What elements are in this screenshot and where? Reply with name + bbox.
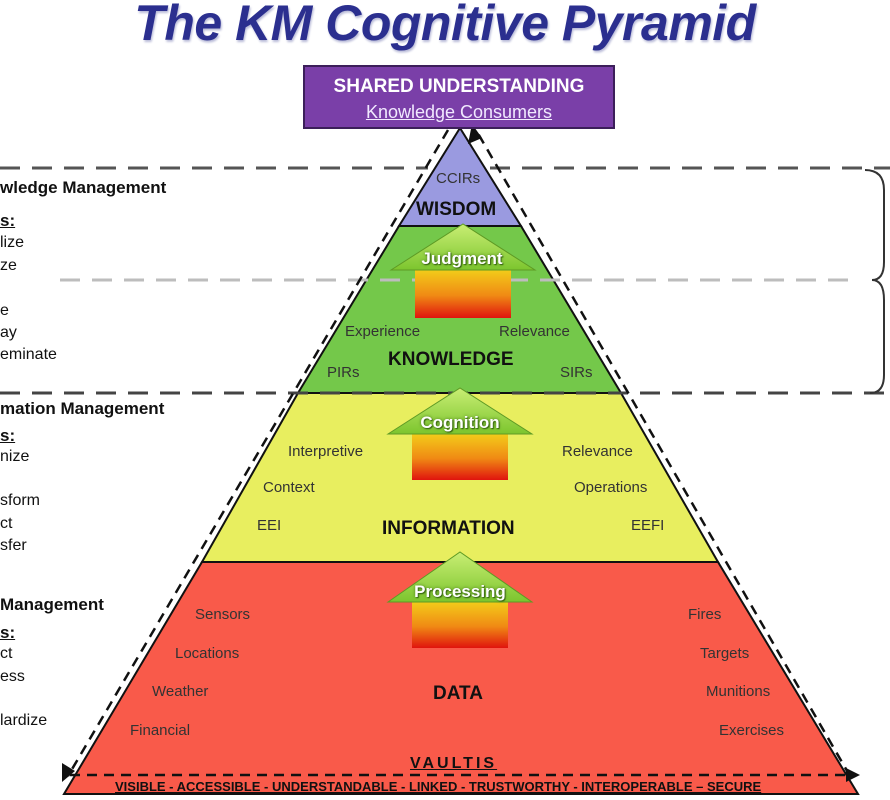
data-management-item: ess [0, 668, 25, 685]
shared-understanding-label: SHARED UNDERSTANDING [333, 76, 585, 97]
knowledge-management-item: ay [0, 324, 17, 341]
pirs-label: PIRs [327, 364, 360, 381]
right-bracket [864, 169, 885, 394]
processing-arrow [386, 551, 534, 648]
vaultis-title: VAULTIS [410, 755, 498, 772]
fires-label: Fires [688, 606, 722, 623]
processing-label: Processing [414, 582, 506, 601]
information-management-item: nize [0, 448, 30, 465]
information-management-subheading: s: [0, 426, 16, 445]
data-management-item: ct [0, 645, 13, 662]
vaultis-subtitle: VISIBLE - ACCESSIBLE - UNDERSTANDABLE - … [115, 779, 762, 794]
dashed-arrow-right [474, 129, 852, 777]
operations-label: Operations [574, 479, 648, 496]
sensors-label: Sensors [195, 606, 251, 623]
cognition-arrow [386, 387, 534, 480]
arrowhead-bottom-right [846, 768, 860, 782]
information-management-item: sform [0, 492, 40, 509]
ccirs-label: CCIRs [436, 170, 481, 187]
sirs-label: SIRs [560, 364, 593, 381]
context-label: Context [263, 479, 315, 496]
experience-label: Experience [345, 323, 421, 340]
knowledge-management-heading: wledge Management [0, 178, 167, 197]
wisdom-label: WISDOM [416, 199, 497, 220]
knowledge-management-subheading: s: [0, 211, 16, 230]
eei-label: EEI [257, 517, 282, 534]
cognition-label: Cognition [420, 413, 500, 432]
judgment-arrow [389, 223, 537, 318]
locations-label: Locations [175, 645, 240, 662]
data-management-item: lardize [0, 712, 48, 729]
relevance-label-knowledge: Relevance [499, 323, 570, 340]
financial-label: Financial [130, 722, 191, 739]
knowledge-consumers-label: Knowledge Consumers [365, 102, 553, 122]
page-title: The KM Cognitive Pyramid [134, 0, 756, 51]
eefi-label: EEFI [631, 517, 665, 534]
knowledge-management-item: ze [0, 257, 17, 274]
arrowhead-down-left [62, 763, 75, 782]
information-management-item: ct [0, 515, 13, 532]
knowledge-label: KNOWLEDGE [388, 349, 514, 370]
data-label: DATA [433, 683, 483, 704]
data-management-subheading: s: [0, 623, 16, 642]
information-management-item: sfer [0, 537, 27, 554]
information-management-heading: mation Management [0, 399, 165, 418]
dashed-arrow-left [66, 129, 450, 777]
knowledge-management-item: lize [0, 234, 25, 251]
munitions-label: Munitions [706, 683, 771, 700]
exercises-label: Exercises [719, 722, 785, 739]
judgment-label: Judgment [421, 249, 503, 268]
knowledge-management-item: eminate [0, 346, 57, 363]
knowledge-management-item: e [0, 302, 9, 319]
interpretive-label: Interpretive [288, 443, 364, 460]
relevance-label-information: Relevance [562, 443, 633, 460]
weather-label: Weather [152, 683, 209, 700]
information-label: INFORMATION [382, 518, 515, 539]
targets-label: Targets [700, 645, 750, 662]
shared-understanding-box: SHARED UNDERSTANDING Knowledge Consumers [303, 65, 615, 129]
data-management-heading: Management [0, 595, 104, 614]
arrowhead-up-right [468, 124, 482, 144]
